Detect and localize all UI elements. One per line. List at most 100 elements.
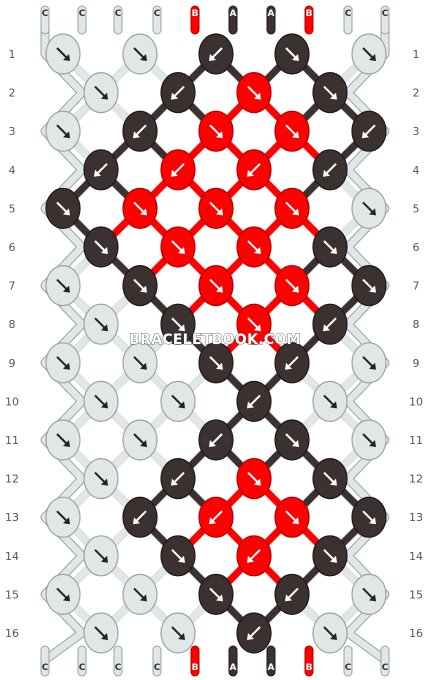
arrow-head-icon bbox=[140, 594, 147, 602]
knot bbox=[274, 33, 310, 75]
knot bbox=[83, 380, 119, 422]
row-label-left: 14 bbox=[5, 550, 19, 563]
row-label-right: 11 bbox=[409, 434, 423, 447]
knot bbox=[45, 187, 81, 229]
row-label-left: 4 bbox=[9, 164, 16, 177]
thread-label: B bbox=[306, 663, 313, 673]
row-label-right: 8 bbox=[413, 318, 420, 331]
arrow-head-icon bbox=[292, 285, 299, 293]
knot bbox=[83, 303, 119, 345]
knot bbox=[312, 380, 348, 422]
knot bbox=[122, 496, 158, 538]
arrow-head-icon bbox=[247, 633, 254, 640]
arrow-head-icon bbox=[330, 92, 337, 100]
thread-label: C bbox=[79, 663, 86, 673]
arrow-head-icon bbox=[330, 247, 337, 254]
knot bbox=[351, 419, 387, 461]
knot bbox=[236, 612, 272, 654]
knot bbox=[122, 33, 158, 75]
arrow-head-icon bbox=[178, 247, 185, 254]
knot bbox=[83, 535, 119, 577]
knot bbox=[274, 419, 310, 461]
knot bbox=[274, 265, 310, 307]
arrow-head-icon bbox=[63, 594, 70, 602]
row-label-left: 5 bbox=[9, 202, 16, 215]
arrow-head-icon bbox=[63, 440, 70, 447]
knot bbox=[122, 573, 158, 616]
knot bbox=[45, 33, 81, 75]
knot bbox=[198, 496, 234, 538]
arrow-head-icon bbox=[178, 633, 185, 640]
arrow-head-icon bbox=[254, 92, 261, 100]
thread-label: C bbox=[42, 9, 49, 19]
knot bbox=[351, 110, 387, 152]
arrow-head-icon bbox=[247, 169, 254, 177]
knot bbox=[351, 265, 387, 307]
arrow-head-icon bbox=[292, 131, 299, 139]
thread-label: C bbox=[382, 9, 389, 19]
row-label-right: 3 bbox=[413, 125, 420, 138]
row-label-left: 10 bbox=[5, 395, 19, 408]
row-label-left: 7 bbox=[9, 280, 16, 293]
arrow-head-icon bbox=[369, 594, 376, 602]
arrow-head-icon bbox=[140, 54, 147, 61]
thread-label: B bbox=[306, 9, 313, 19]
knot bbox=[83, 612, 119, 654]
row-label-left: 11 bbox=[5, 434, 19, 447]
thread-label: C bbox=[345, 663, 352, 673]
row-label-left: 8 bbox=[9, 318, 16, 331]
watermark: BRACELETBOOK.COM bbox=[129, 332, 301, 348]
arrow-head-icon bbox=[369, 517, 376, 525]
knot bbox=[122, 419, 158, 461]
thread-label: A bbox=[230, 9, 237, 19]
arrow-head-icon bbox=[133, 517, 140, 525]
arrow-head-icon bbox=[285, 594, 292, 602]
arrow-head-icon bbox=[216, 594, 223, 602]
arrow-head-icon bbox=[247, 401, 254, 409]
arrow-head-icon bbox=[101, 478, 108, 486]
thread-label: C bbox=[115, 9, 122, 19]
arrow-head-icon bbox=[216, 285, 223, 293]
row-label-left: 13 bbox=[5, 511, 19, 524]
thread-label: C bbox=[115, 663, 122, 673]
arrow-head-icon bbox=[369, 208, 376, 216]
row-label-right: 4 bbox=[413, 164, 420, 177]
arrow-head-icon bbox=[292, 440, 299, 447]
row-label-left: 12 bbox=[5, 473, 19, 486]
knot bbox=[236, 71, 272, 114]
arrow-head-icon bbox=[209, 440, 216, 447]
knot bbox=[236, 149, 272, 191]
knot bbox=[274, 573, 310, 616]
row-label-right: 13 bbox=[409, 511, 423, 524]
arrow-head-icon bbox=[216, 362, 223, 370]
thread-label: B bbox=[192, 9, 199, 19]
knot bbox=[198, 342, 234, 384]
thread-label: B bbox=[192, 663, 199, 673]
thread-label: C bbox=[154, 9, 161, 19]
arrow-head-icon bbox=[178, 324, 185, 332]
arrow-head-icon bbox=[171, 478, 178, 486]
row-label-left: 2 bbox=[9, 87, 16, 100]
row-label-left: 1 bbox=[9, 48, 16, 61]
knot bbox=[198, 419, 234, 461]
arrow-head-icon bbox=[94, 169, 101, 177]
thread-label: C bbox=[79, 9, 86, 19]
arrow-head-icon bbox=[292, 517, 299, 525]
row-label-right: 1 bbox=[413, 48, 420, 61]
knot bbox=[45, 110, 81, 152]
arrow-head-icon bbox=[63, 54, 70, 61]
knot bbox=[160, 226, 196, 268]
row-label-right: 16 bbox=[409, 627, 423, 640]
thread-label: C bbox=[42, 663, 49, 673]
arrow-head-icon bbox=[247, 555, 254, 563]
arrow-head-icon bbox=[330, 555, 337, 563]
knot bbox=[198, 573, 234, 616]
knot bbox=[274, 110, 310, 152]
arrow-head-icon bbox=[209, 54, 216, 61]
arrow-head-icon bbox=[369, 285, 376, 293]
arrow-head-icon bbox=[323, 324, 330, 332]
arrow-head-icon bbox=[292, 54, 299, 61]
arrow-head-icon bbox=[63, 517, 70, 525]
arrow-head-icon bbox=[369, 54, 376, 61]
